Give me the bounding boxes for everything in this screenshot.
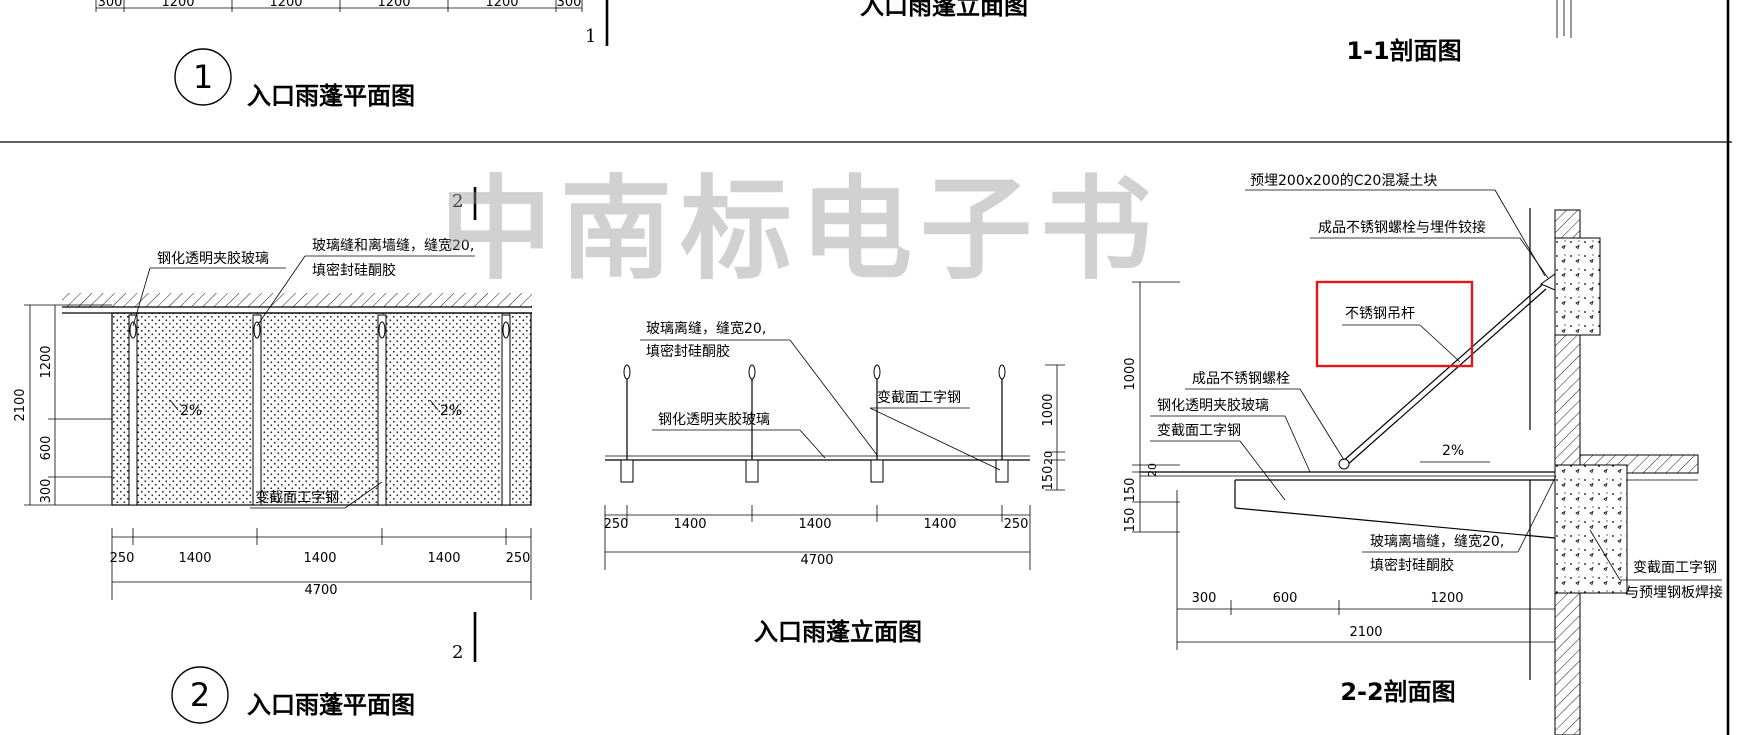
top-section: 300 1200 1200 1200 1200 300 1 1 入口雨蓬平面图 …: [95, 0, 1572, 110]
sec-dim-y4: 150: [1123, 508, 1138, 533]
watermark: 中南标电子书: [440, 165, 1160, 295]
section-mark-2-bottom: 2: [452, 642, 463, 663]
elev-dim-x5: 250: [1004, 517, 1029, 532]
label-joint-line2: 填密封硅酮胶: [312, 262, 396, 279]
plan2-dim-x5: 250: [506, 551, 531, 566]
glass-canopy-plan: [111, 312, 532, 506]
elev-dim-y2: 20: [1042, 451, 1055, 465]
label-glass: 钢化透明夹胶玻璃: [157, 250, 269, 267]
label-glass-section: 钢化透明夹胶玻璃: [1157, 397, 1269, 414]
label-joint-line1: 玻璃缝和离墙缝，缝宽20,: [312, 237, 474, 254]
elevation-title-1: 入口雨蓬立面图: [860, 0, 1028, 20]
section-title-2-2: 2-2剖面图: [1340, 678, 1455, 706]
elev-label-joint-line1: 玻璃离缝，缝宽20,: [646, 320, 766, 337]
sec-dim-y1: 1000: [1123, 357, 1138, 390]
stainless-hanger-rod: [1341, 284, 1543, 463]
top-dim-3: 1200: [269, 0, 302, 10]
elev-dim-x3: 1400: [798, 517, 831, 532]
plan-title-1: 入口雨蓬平面图: [247, 82, 415, 110]
sec-dim-y3: 150: [1123, 478, 1138, 503]
section-2-2: 预埋200x200的C20混凝土块 成品不锈钢螺栓与埋件铰接 不锈钢吊杆 成品不…: [1123, 173, 1723, 735]
elev-dim-y1: 1000: [1041, 393, 1056, 426]
elev-dim-x4: 1400: [923, 517, 956, 532]
plan-number-circle-2: [171, 666, 229, 724]
elev-label-glass: 钢化透明夹胶玻璃: [658, 411, 770, 428]
plan-title-2: 入口雨蓬平面图: [247, 691, 415, 719]
section-title-1-1: 1-1剖面图: [1346, 37, 1461, 65]
top-dim-5: 1200: [485, 0, 518, 10]
plan2-dim-total-y: 2100: [13, 388, 28, 421]
label-ibeam: 变截面工字钢: [255, 490, 339, 506]
top-dim-4: 1200: [377, 0, 410, 10]
section-mark-2-top: 2: [452, 191, 463, 212]
label-ibeam-section: 变截面工字钢: [1157, 423, 1241, 439]
elevation-title-2: 入口雨蓬立面图: [754, 618, 922, 646]
top-dim-6: 300: [557, 0, 582, 10]
elev-dim-y3: 150: [1041, 466, 1056, 491]
label-wall-joint-line2: 填密封硅酮胶: [1370, 557, 1454, 574]
elev-label-ibeam: 变截面工字钢: [877, 390, 961, 406]
plan2-dim-x1: 250: [110, 551, 135, 566]
plan-2: 2% 2% 钢化透明夹胶玻璃 玻璃缝和离墙缝，缝宽20, 填密封硅酮胶 变截面工…: [13, 187, 532, 724]
label-embed-block: 预埋200x200的C20混凝土块: [1250, 173, 1437, 189]
plan2-dim-x3: 1400: [303, 551, 336, 566]
plan-number-2: 2: [190, 676, 210, 714]
sec-dim-total-x: 2100: [1349, 625, 1382, 640]
elev-dim-x2: 1400: [673, 517, 706, 532]
hanger-rods-plan: [129, 321, 510, 339]
plan-number-1: 1: [193, 58, 213, 96]
plan-number-circle-1: [174, 48, 232, 106]
label-bolt: 成品不锈钢螺栓: [1192, 371, 1290, 387]
plan2-dim-y1: 1200: [39, 345, 54, 378]
slope-label-section: 2%: [1442, 443, 1464, 459]
highlight-box: [1315, 280, 1474, 368]
sec-dim-x2: 600: [1273, 591, 1298, 606]
slope-label-a: 2%: [180, 403, 202, 419]
ibeam-rails: [128, 314, 511, 506]
top-dim-2: 1200: [161, 0, 194, 10]
wall-hatch: [62, 293, 532, 307]
sec-dim-x3: 1200: [1430, 591, 1463, 606]
ibeam-bottom: [1234, 507, 1556, 539]
sec-dim-x1: 300: [1192, 591, 1217, 606]
plan2-dim-x4: 1400: [427, 551, 460, 566]
label-weld-line2: 与预埋钢板焊接: [1625, 584, 1723, 601]
elev-dim-total-x: 4700: [800, 553, 833, 568]
section-mark-1: 1: [585, 26, 596, 47]
label-bolt-hinge: 成品不锈钢螺栓与埋件铰接: [1318, 219, 1486, 236]
label-wall-joint-line1: 玻璃离墙缝，缝宽20,: [1370, 533, 1504, 550]
hangers-elevation: [620, 364, 1009, 483]
top-dim-1: 300: [98, 0, 123, 10]
sec-dim-y2: 20: [1146, 463, 1159, 477]
plan2-dim-y3: 300: [39, 479, 54, 504]
label-hanger-rod: 不锈钢吊杆: [1345, 306, 1415, 322]
embedded-concrete-block: [1554, 237, 1601, 336]
plan2-dim-y2: 600: [39, 436, 54, 461]
slope-label-b: 2%: [440, 403, 462, 419]
elev-label-joint-line2: 填密封硅酮胶: [646, 343, 730, 360]
elev-dim-x1: 250: [604, 517, 629, 532]
plan2-dim-total-x: 4700: [304, 583, 337, 598]
elevation: 玻璃离缝，缝宽20, 填密封硅酮胶 钢化透明夹胶玻璃 变截面工字钢 250 14…: [604, 320, 1065, 646]
label-weld-line1: 变截面工字钢: [1633, 560, 1717, 576]
plan2-dim-x2: 1400: [178, 551, 211, 566]
